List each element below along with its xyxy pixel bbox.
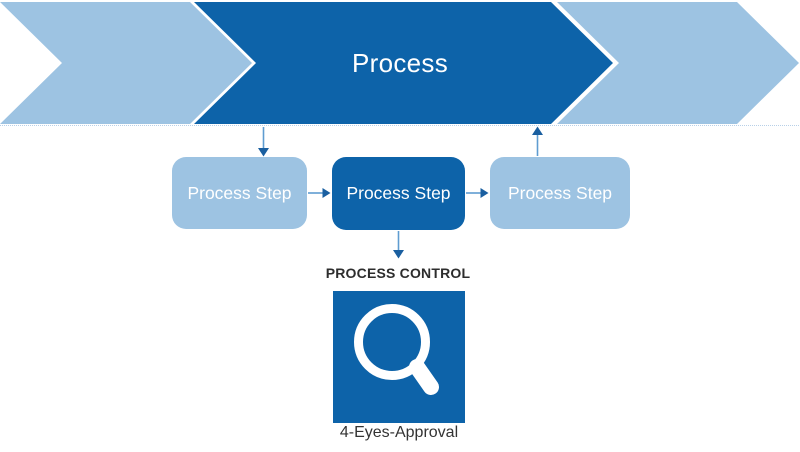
chevron-right bbox=[557, 2, 799, 124]
arrow-step1-to-step2 bbox=[308, 188, 331, 198]
process-band-title: Process bbox=[351, 47, 449, 78]
magnifier-icon bbox=[354, 304, 439, 395]
process-control-caption: 4-Eyes-Approval bbox=[339, 424, 459, 441]
arrow-head-down-icon bbox=[258, 148, 269, 157]
process-step-3-label: Process Step bbox=[507, 182, 613, 203]
process-step-2-label: Process Step bbox=[346, 183, 451, 203]
arrow-band-to-step1 bbox=[258, 127, 269, 157]
arrow-head-right-icon bbox=[322, 188, 331, 198]
arrow-head-right-icon bbox=[480, 188, 489, 198]
process-chevron-band bbox=[0, 2, 799, 124]
process-step-3: Process Step bbox=[490, 157, 630, 229]
process-step-2: Process Step bbox=[332, 157, 465, 230]
arrow-step2-to-step3 bbox=[466, 188, 489, 198]
chevron-left bbox=[0, 2, 252, 124]
process-step-1: Process Step bbox=[172, 157, 307, 229]
process-control-tile bbox=[333, 291, 465, 423]
band-bottom-dotted-line bbox=[0, 125, 799, 126]
process-step-1-label: Process Step bbox=[187, 182, 292, 203]
arrow-head-down-icon bbox=[393, 250, 404, 259]
chevron-center bbox=[194, 2, 613, 124]
process-control-heading: PROCESS CONTROL bbox=[325, 265, 471, 281]
arrow-step3-to-band bbox=[532, 126, 543, 156]
arrow-step2-to-control bbox=[393, 231, 404, 259]
